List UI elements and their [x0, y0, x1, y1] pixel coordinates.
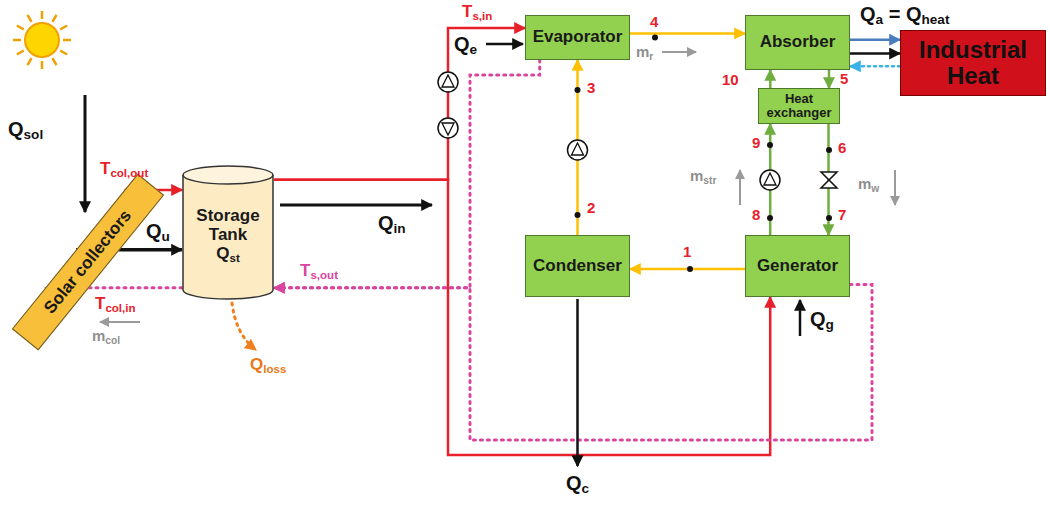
flow-arrow — [662, 51, 696, 53]
quantity-label: Qu — [146, 220, 170, 242]
quantity-label: Qloss — [250, 356, 286, 375]
quantity-label: Qa = Qheat — [860, 3, 949, 25]
heat-loss-arrow — [232, 303, 256, 350]
quantity-label: Ts,out — [300, 262, 338, 281]
flow-connector — [850, 52, 900, 55]
callout-number: 5 — [840, 71, 848, 88]
sun-ray — [41, 61, 44, 69]
pump-symbol — [438, 72, 458, 92]
quantity-label: Qe — [454, 33, 477, 55]
node-text: Industrial Heat — [906, 37, 1040, 90]
flow-connector — [274, 60, 540, 288]
pump-symbol — [568, 140, 588, 160]
quantity-label: mstr — [690, 168, 716, 185]
flow-connector — [828, 70, 831, 88]
quantity-label: mw — [858, 176, 879, 193]
sun-ray — [28, 15, 32, 22]
valve-symbol — [821, 172, 837, 188]
callout-number: 4 — [650, 14, 658, 31]
quantity-label: Tcol,out — [100, 160, 148, 179]
sun-ray — [53, 15, 57, 22]
heat-input-arrow — [280, 204, 432, 207]
flow-connector — [274, 285, 872, 440]
heat-input-arrow — [799, 300, 802, 336]
pump-symbol — [760, 170, 780, 190]
solar-input-arrow — [84, 95, 87, 212]
node-text: Condenser — [533, 257, 622, 276]
flow-connector — [630, 32, 745, 35]
callout-number: 3 — [587, 80, 595, 97]
node-text: Absorber — [760, 33, 836, 52]
flow-connector — [769, 70, 772, 88]
callout-number: 8 — [752, 207, 760, 224]
quantity-label: mr — [636, 44, 653, 61]
quantity-label: Qsol — [8, 118, 43, 140]
sun-ray — [13, 39, 21, 42]
process-box: Condenser — [525, 235, 630, 297]
heat-sink-box: Industrial Heat — [900, 30, 1046, 96]
sun-icon — [13, 11, 71, 69]
process-box: Evaporator — [525, 15, 630, 60]
callout-number: 1 — [683, 244, 691, 261]
quantity-label: Ts,in — [462, 3, 492, 22]
node-text: Solar collectors — [41, 207, 136, 318]
callout-number: 2 — [587, 200, 595, 217]
quantity-label: Qg — [810, 308, 834, 330]
flow-connector — [274, 180, 770, 455]
process-box: Generator — [745, 235, 850, 297]
flow-arrow — [739, 170, 741, 205]
callout-number: 9 — [752, 135, 760, 152]
node-text: Heat exchanger — [764, 92, 834, 121]
sun-ray — [63, 39, 71, 42]
callout-number: 10 — [722, 72, 739, 89]
flow-connector — [850, 65, 900, 68]
flow-arrow — [100, 321, 140, 323]
callout-number: 6 — [838, 140, 846, 157]
heat-input-arrow — [486, 43, 523, 46]
node-text: Storage Tank — [187, 207, 269, 244]
node-text: Evaporator — [533, 28, 623, 47]
quantity-label: Qc — [566, 472, 589, 494]
quantity-label: Qin — [378, 212, 406, 234]
solar-collector-panel: Solar collectors — [12, 174, 164, 351]
node-text: Generator — [757, 257, 838, 276]
callout-number: 7 — [838, 207, 846, 224]
flow-connector — [850, 39, 900, 42]
sun-ray — [53, 58, 57, 65]
sun-ray — [17, 26, 24, 30]
quantity-label: Tcol,in — [95, 295, 136, 314]
sun-disc — [25, 23, 59, 57]
quantity-label: mcol — [92, 328, 120, 345]
sun-ray — [28, 58, 32, 65]
node-text: Qst — [216, 245, 240, 264]
flow-arrow — [894, 170, 896, 205]
pump-symbol — [438, 118, 458, 138]
sun-ray — [60, 26, 67, 30]
sun-ray — [41, 11, 44, 19]
process-box: Heat exchanger — [758, 88, 840, 124]
process-box: Absorber — [745, 15, 850, 70]
storage-tank: Storage TankQst — [182, 165, 274, 300]
flow-connector — [274, 28, 525, 180]
sun-ray — [17, 51, 24, 55]
sun-ray — [60, 51, 67, 55]
heat-output-arrow — [576, 299, 579, 466]
